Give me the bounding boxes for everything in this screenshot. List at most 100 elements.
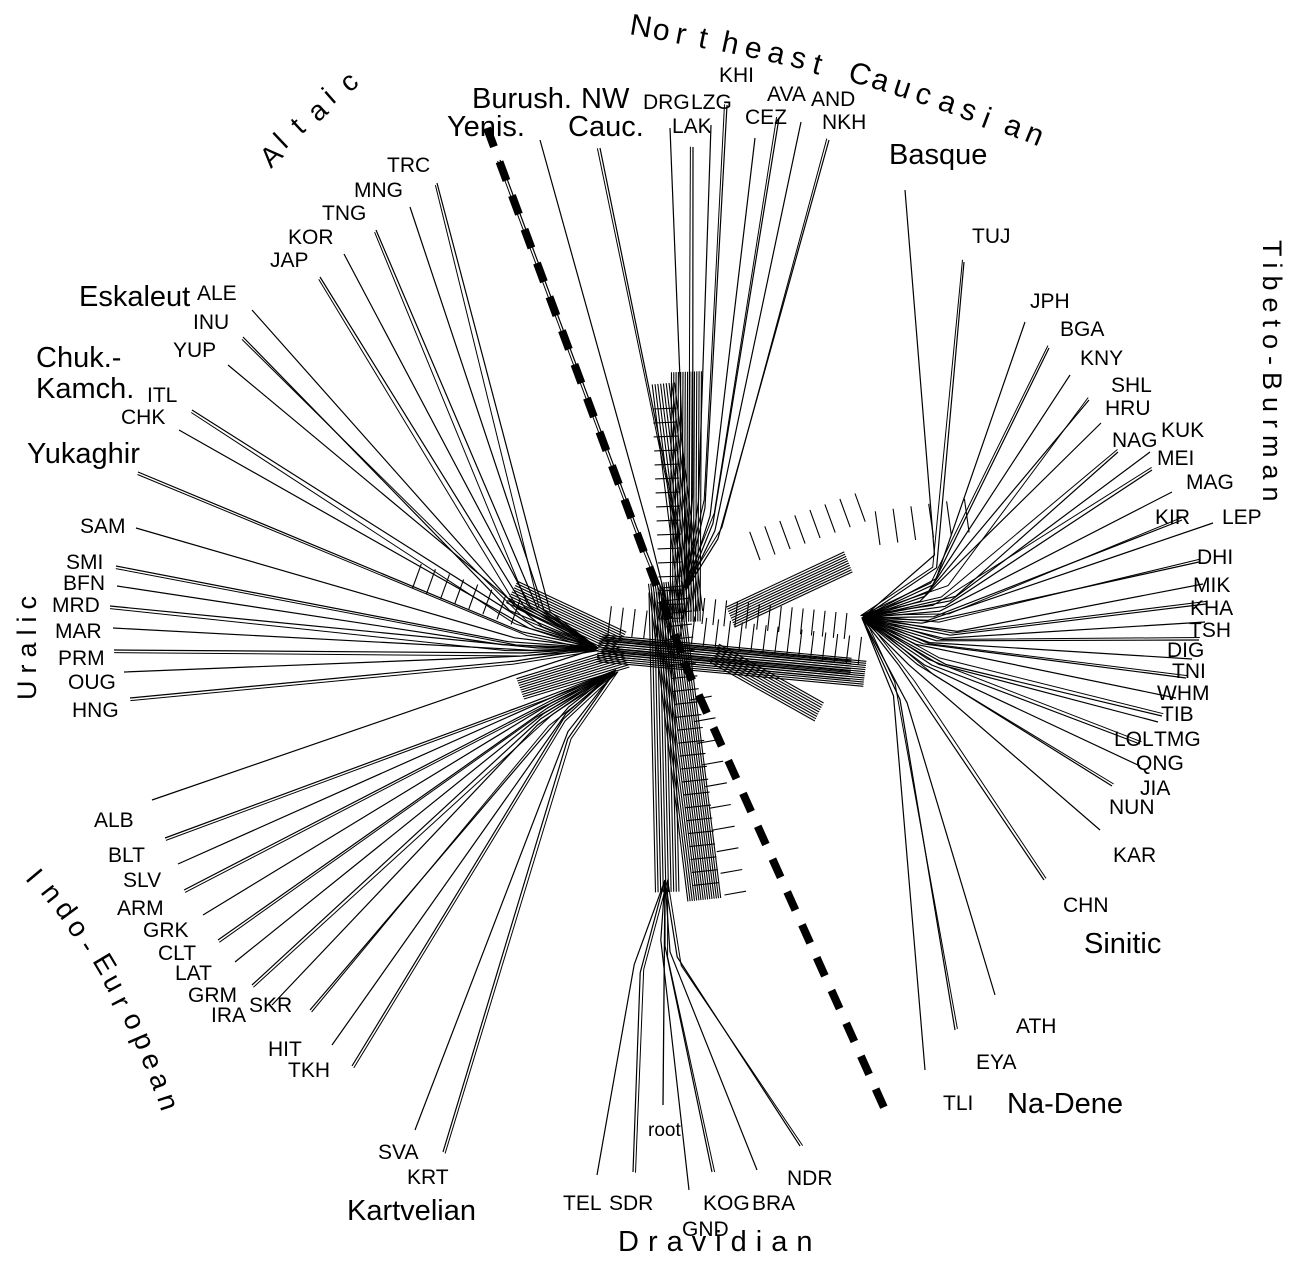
taxon-branch: [234, 669, 617, 963]
taxon-branch: [861, 603, 1207, 636]
split-tie: [794, 515, 806, 544]
taxon-edge: [409, 206, 599, 649]
taxon-edge: [664, 879, 801, 1147]
split-tie: [702, 617, 708, 646]
split-tie: [631, 609, 636, 637]
taxon-branch-parallel: [682, 146, 691, 590]
taxon-edge: [669, 127, 687, 590]
taxon-branch-parallel: [190, 412, 598, 651]
split-tie: [689, 843, 716, 848]
taxon-edge: [861, 617, 1193, 660]
taxon-edge: [861, 617, 956, 1031]
group-label-yeniseian: Yenis.: [447, 111, 525, 143]
split-tie: [750, 623, 755, 652]
split-edge: [713, 654, 819, 715]
taxon-branch: [861, 617, 1193, 660]
split-edge: [710, 659, 817, 720]
taxon-branch-parallel: [109, 608, 598, 652]
group-label-chukchi-kamchatkan-2: Kamch.: [36, 373, 135, 405]
taxon-label-tng: TNG: [322, 202, 367, 225]
split-tie: [821, 610, 826, 637]
taxon-edge: [632, 879, 666, 1173]
taxon-edge: [861, 617, 1045, 881]
split-tie: [874, 511, 881, 546]
split-tie: [653, 421, 678, 424]
split-edge: [596, 658, 864, 685]
group-label-dravidian: Dravidian: [618, 1226, 822, 1258]
split-tie: [607, 606, 612, 635]
taxon-branch: [183, 669, 617, 891]
taxon-label-tel: TEL: [563, 1192, 602, 1215]
root-label: root: [648, 1120, 681, 1141]
taxon-edge: [861, 347, 1050, 619]
split-edge: [521, 659, 627, 693]
taxon-branch-parallel: [861, 397, 1089, 616]
split-tie: [656, 505, 681, 508]
split-edge: [727, 553, 846, 610]
taxon-branch: [436, 182, 599, 649]
split-tie: [779, 520, 791, 550]
split-tie: [724, 890, 747, 896]
taxon-label-kor: KOR: [288, 226, 334, 249]
split-tie: [910, 506, 917, 541]
taxon-branch: [599, 147, 687, 591]
taxon-label-tli: TLI: [943, 1092, 974, 1115]
taxon-edge: [861, 617, 996, 996]
split-tie: [666, 623, 692, 628]
split-edge: [664, 591, 672, 892]
taxon-label-yup: YUP: [173, 339, 217, 362]
taxon-branch: [861, 522, 1214, 621]
split-edge: [671, 372, 675, 623]
taxon-label-arm: ARM: [117, 897, 164, 920]
taxon-edge: [177, 669, 617, 865]
root-branch: [662, 879, 666, 1106]
taxon-label-trc: TRC: [387, 154, 431, 177]
taxon-branch: [861, 374, 1071, 619]
taxon-edge: [539, 139, 667, 601]
split-edge: [733, 569, 852, 626]
taxon-edge: [113, 647, 599, 654]
split-tie: [672, 688, 699, 692]
taxon-label-lak: LAK: [672, 115, 712, 138]
taxon-branch: [151, 647, 599, 801]
taxon-label-ava: AVA: [767, 83, 806, 106]
taxon-label-alb: ALB: [94, 809, 134, 832]
taxon-branch: [177, 669, 617, 865]
split-edge: [672, 581, 713, 899]
taxon-branch-parallel: [165, 671, 618, 841]
taxon-branch: [596, 879, 666, 1176]
taxon-label-skr: SKR: [249, 994, 293, 1017]
split-tie: [675, 714, 702, 718]
taxon-branch: [217, 669, 617, 941]
split-tie: [798, 629, 803, 658]
taxon-branch: [861, 491, 1173, 619]
taxon-branch-parallel: [667, 879, 804, 1146]
taxon-branch: [861, 261, 965, 619]
taxon-edge: [861, 451, 1151, 619]
split-tie: [832, 611, 837, 638]
taxon-branch: [861, 561, 1200, 624]
split-edge: [517, 650, 624, 684]
split-edge: [520, 657, 627, 691]
taxon-label-shl: SHL: [1111, 374, 1152, 397]
split-tie: [482, 589, 493, 615]
taxon-branch-parallel: [861, 449, 1118, 616]
taxon-branch-parallel: [130, 650, 599, 702]
taxon-branch-parallel: [667, 880, 716, 1173]
taxon-branch: [861, 451, 1151, 619]
taxon-label-eya: EYA: [976, 1051, 1017, 1074]
group-label-sinitic: Sinitic: [1084, 928, 1162, 960]
taxon-branch: [861, 617, 1113, 787]
taxon-label-inu: INU: [193, 311, 230, 334]
split-tie: [857, 636, 863, 665]
group-label-basque: Basque: [889, 139, 988, 171]
taxon-label-tkh: TKH: [288, 1059, 330, 1082]
split-tie: [705, 782, 727, 788]
split-tie: [833, 633, 839, 662]
taxon-label-khi: KHI: [719, 64, 755, 87]
taxon-edge: [151, 647, 599, 801]
split-tie: [720, 868, 743, 874]
taxon-branch: [271, 669, 617, 1006]
taxon-branch-parallel: [683, 138, 828, 589]
